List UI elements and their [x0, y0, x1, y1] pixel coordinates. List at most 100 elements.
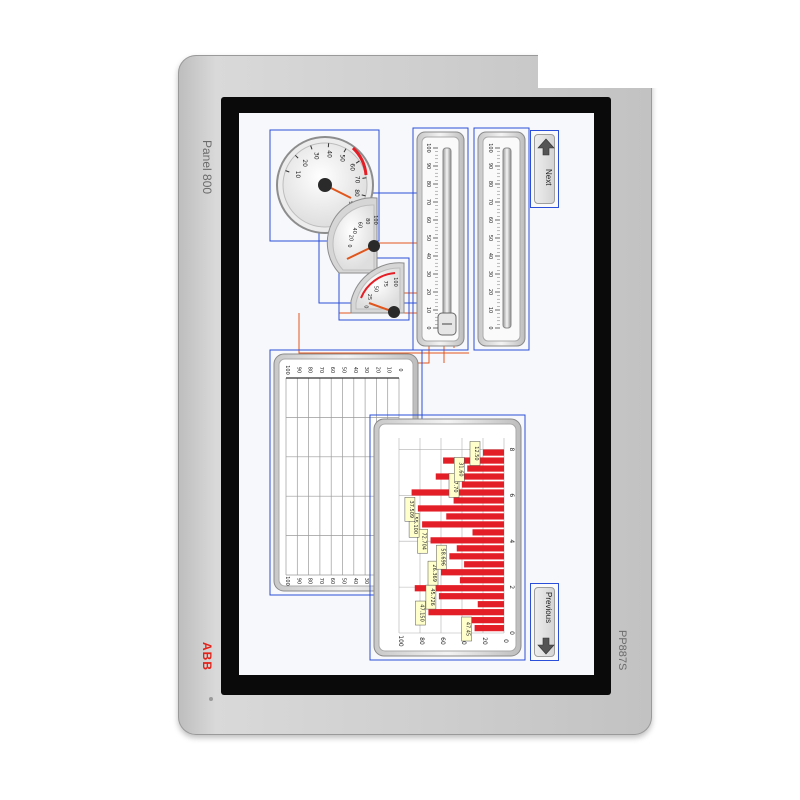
- slider-tick-label: 20: [487, 289, 493, 295]
- image-crop-area: [538, 50, 658, 88]
- previous-button[interactable]: Previous: [530, 583, 559, 661]
- chart-bar: [449, 553, 504, 560]
- chart-bar: [456, 545, 504, 552]
- gauge-large-tick-label: 20: [301, 159, 308, 167]
- chart-x-tick-label: 0: [508, 631, 515, 635]
- chart-data-label: 26.369: [431, 564, 437, 582]
- slider-tick-label: 0: [425, 326, 431, 329]
- chart-data-label: 47.150: [418, 604, 424, 622]
- chart-data-label: 72.704: [421, 532, 427, 550]
- chart-data-label: 58.696: [439, 548, 445, 566]
- gauge-medium-tick-label: 20: [347, 235, 353, 241]
- chart-bar: [474, 625, 504, 632]
- chart-bar: [459, 577, 504, 584]
- previous-button-label: Previous: [544, 592, 553, 624]
- bar-chart-outline: [369, 414, 526, 661]
- slider-tick-label: 60: [425, 217, 431, 223]
- trend-tick-label-top: 100: [284, 365, 290, 375]
- chart-y-tick-label: 20: [481, 637, 488, 645]
- trend-tick-label-bottom: 30: [363, 578, 369, 584]
- gauge-small-tick-label: 100: [392, 277, 398, 287]
- chart-bar: [453, 497, 504, 504]
- chart-data-label: 77.70: [452, 478, 458, 492]
- chart-bar: [441, 569, 504, 576]
- chart-data-label: 55.100: [412, 517, 418, 535]
- trend-tick-label-bottom: 70: [318, 578, 324, 584]
- slider-tick-label: 100: [425, 143, 431, 153]
- gauge-medium-tick-label: 100: [372, 215, 378, 225]
- chart-data-label-box: [454, 457, 465, 482]
- next-button-face[interactable]: Next: [534, 134, 555, 204]
- chart-data-label: 12.50: [473, 446, 479, 460]
- gauge-small-tick-label: 0: [362, 305, 368, 308]
- trend-tick-label-top: 70: [318, 367, 324, 373]
- chart-y-tick-label: 60: [439, 637, 446, 645]
- chart-data-label: 45.726: [429, 588, 435, 606]
- next-button[interactable]: Next: [530, 130, 559, 208]
- trend-tick-label-top: 30: [363, 367, 369, 373]
- gauge-medium-tick-label: 0: [346, 244, 352, 247]
- trend-tick-label-top: 60: [329, 367, 335, 373]
- chart-bar: [438, 593, 504, 600]
- slider-tick-label: 70: [487, 199, 493, 205]
- slider-tick-label: 30: [425, 271, 431, 277]
- chart-data-label-box: [436, 544, 447, 570]
- chart-bar: [430, 537, 504, 544]
- slider-tick-label: 10: [425, 307, 431, 313]
- chart-y-tick-label: 100: [397, 635, 404, 647]
- gauge-small-tick-label: 25: [366, 294, 372, 300]
- chart-data-label-box: [404, 497, 416, 522]
- trend-tick-label-top: 10: [386, 367, 392, 373]
- slider-tick-label: 100: [487, 143, 493, 153]
- gauge-large-tick-label: 70: [354, 176, 361, 184]
- slider-tick-label: 10: [487, 307, 493, 313]
- slider-tick-label: 50: [425, 235, 431, 241]
- gauge-medium-tick-label: 80: [364, 218, 370, 224]
- gauge-medium-tick-label: 40: [351, 228, 357, 234]
- slider-tick-label: 80: [487, 181, 493, 187]
- slider-tick-label: 20: [425, 289, 431, 295]
- slider-tick-label: 90: [425, 163, 431, 169]
- chart-data-label: 37.509: [408, 501, 414, 519]
- slider-left-outline: [412, 127, 469, 351]
- gauge-large-outline: [269, 129, 380, 242]
- previous-button-face[interactable]: Previous: [534, 587, 555, 657]
- slider-tick-label: 40: [487, 253, 493, 259]
- brand-logo: ABB: [200, 642, 214, 671]
- slider-tick-label: 50: [487, 235, 493, 241]
- trend-tick-label-bottom: 80: [307, 578, 313, 584]
- chart-bar: [446, 513, 504, 520]
- next-button-label: Next: [544, 169, 553, 186]
- model-name: Panel 800: [200, 140, 214, 195]
- trend-tick-label-bottom: 90: [295, 578, 301, 584]
- model-code: PP887S: [616, 630, 628, 671]
- chart-y-tick-label: 80: [418, 637, 425, 645]
- trend-tick-label-bottom: 50: [341, 578, 347, 584]
- gauge-large-tick-label: 10: [294, 171, 301, 179]
- trend-tick-label-bottom: 60: [329, 578, 335, 584]
- chart-x-tick-label: 6: [508, 493, 515, 497]
- chart-bar: [464, 561, 504, 568]
- chart-bar: [477, 601, 504, 608]
- slider-tick-label: 40: [425, 253, 431, 259]
- gauge-small-tick-label: 75: [382, 281, 388, 287]
- chart-bar: [483, 449, 504, 456]
- arrow-down-icon: [537, 637, 555, 655]
- gauge-large-tick-label: 30: [312, 152, 319, 160]
- slider-tick-label: 80: [425, 181, 431, 187]
- slider-tick-label: 0: [487, 326, 493, 329]
- power-led-icon: [209, 697, 213, 701]
- trend-tick-label-bottom: 100: [284, 576, 290, 586]
- chart-bar: [428, 609, 504, 616]
- trend-tick-label-top: 40: [352, 367, 358, 373]
- gauge-large-tick-label: 40: [326, 150, 333, 158]
- chart-data-label: 31.60: [457, 462, 463, 476]
- chart-bar: [462, 481, 504, 488]
